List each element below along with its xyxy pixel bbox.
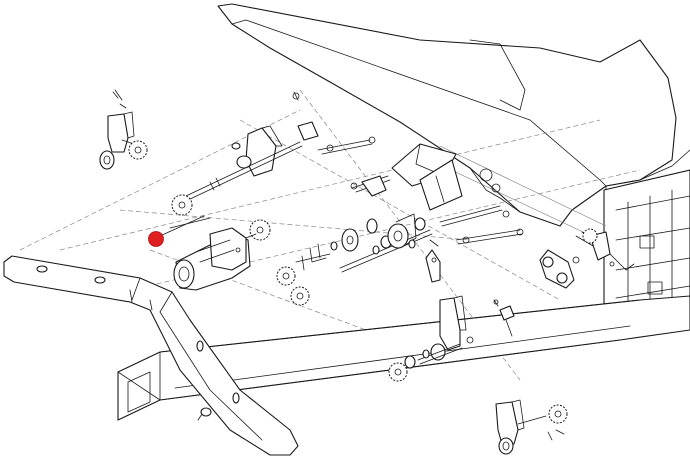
red-callout-dot[interactable] [148,231,164,247]
sprocket-pair [276,243,331,306]
idler-arm [539,228,635,289]
small-bolt [197,407,212,421]
drive-motor [169,217,271,291]
machine-housing [217,3,690,321]
square-tube-frame [117,295,690,421]
callout-marker [148,215,205,247]
main-shaft-bearings [330,205,510,273]
angled-support-plate [350,143,463,211]
upper-bracket-shaft [171,91,376,216]
lower-mid-bracket [388,295,474,382]
bracket-assembly-bottom-right [495,399,568,455]
lever-pieces [425,228,524,283]
bracket-assembly-top-left [99,89,148,170]
small-hardware [493,299,515,337]
long-lever-arm [3,255,299,456]
